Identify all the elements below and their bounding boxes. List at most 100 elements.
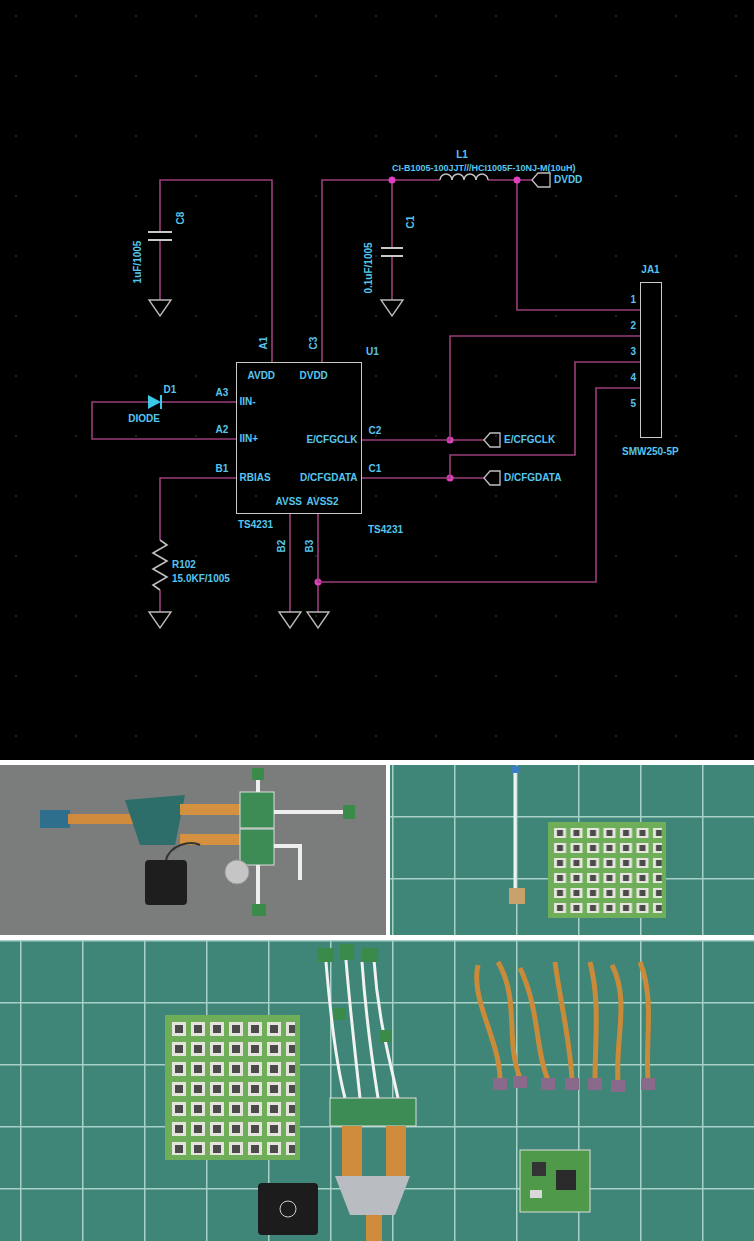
photo-assembly-part xyxy=(145,860,187,905)
ground-symbol-part xyxy=(381,300,403,316)
signal-wire xyxy=(362,362,640,478)
pin-number: 5 xyxy=(630,398,636,410)
part-value: TS4231 xyxy=(368,524,403,536)
inductor-symbol-part xyxy=(440,174,488,180)
ground-symbol xyxy=(149,300,403,628)
net-label: DVDD xyxy=(554,174,582,186)
photo-assembly-part xyxy=(0,765,386,935)
part-name: C8 xyxy=(175,212,187,225)
wires-part xyxy=(159,240,161,300)
photo-parts-part xyxy=(366,1215,382,1241)
photo-panel-part xyxy=(512,766,519,773)
photo-parts-part xyxy=(318,948,334,962)
photo-parts-part xyxy=(342,1126,362,1176)
photo-assembly-part xyxy=(240,829,274,865)
wires-part xyxy=(391,180,393,248)
net-flag-part xyxy=(484,471,500,485)
photo-parts-part xyxy=(520,1150,590,1212)
part-name: U1 xyxy=(366,346,379,358)
resistor-symbol xyxy=(153,540,167,590)
pin-name: RBIAS xyxy=(240,472,271,484)
wires-part xyxy=(160,478,236,540)
schematic-ground-part xyxy=(0,0,754,760)
ground-symbol-part xyxy=(307,612,329,628)
photo-panel-part xyxy=(552,826,662,914)
signal-wire xyxy=(318,388,640,582)
pin-name: AVDD xyxy=(248,370,276,382)
photo-assembly-part xyxy=(166,843,200,860)
photo-parts-part xyxy=(530,1190,542,1198)
photo-panel-part xyxy=(514,770,517,888)
pin-number: 2 xyxy=(630,320,636,332)
photo-assembly-part xyxy=(252,904,266,916)
junction-dot xyxy=(315,177,521,586)
photo-parts-part xyxy=(335,1176,410,1215)
pin-number: A3 xyxy=(216,387,229,399)
part-name: L1 xyxy=(456,149,468,161)
photo-parts-part xyxy=(386,1126,406,1176)
ground-symbol-part xyxy=(149,300,171,316)
pin-number: 1 xyxy=(630,294,636,306)
photo-assembly-part xyxy=(180,804,242,815)
photo-panel-part xyxy=(509,888,525,904)
photo-panel-part xyxy=(548,822,666,918)
wires-part xyxy=(450,477,484,479)
net-flag-part xyxy=(484,433,500,447)
wires-part xyxy=(289,514,291,612)
net-label: D/CFGDATA xyxy=(504,472,561,484)
photo-parts-part-part xyxy=(493,1078,507,1090)
photo-parts-part xyxy=(258,1183,318,1235)
connector-body: JA1 xyxy=(640,282,662,438)
photo-parts-part xyxy=(330,1098,416,1126)
ground-symbol-part xyxy=(279,612,301,628)
pin-number: B3 xyxy=(304,540,316,553)
pin-number: A1 xyxy=(258,337,270,350)
photo-parts-part-part xyxy=(611,1080,625,1092)
pin-number: 4 xyxy=(630,372,636,384)
photo-assembly-part xyxy=(252,768,264,780)
net-label: E/CFGCLK xyxy=(504,434,555,446)
pin-number: B1 xyxy=(216,463,229,475)
wires-part xyxy=(161,401,236,403)
photo-assembly-part xyxy=(125,795,185,845)
pin-number: B2 xyxy=(276,540,288,553)
part-value: TS4231 xyxy=(238,519,273,531)
capacitor-symbol-part xyxy=(148,232,172,240)
wires-part xyxy=(92,402,236,439)
diode-symbol-part xyxy=(148,395,161,409)
junction-dot-part xyxy=(514,177,521,184)
wires-part xyxy=(391,256,393,300)
photo-parts-part xyxy=(334,1008,346,1020)
pin-name: AVSS2 xyxy=(307,496,339,508)
photo-parts-part-part xyxy=(641,1078,655,1090)
photo-assembly-part xyxy=(240,792,274,828)
chip-body: AVDDDVDDIIN-IIN+E/CFGCLKRBIASD/CFGDATAAV… xyxy=(236,362,362,514)
junction-dot-part xyxy=(389,177,396,184)
part-value: 15.0KF/1005 xyxy=(172,573,230,585)
part-name: D1 xyxy=(164,384,177,396)
pin-name: E/CFGCLK xyxy=(306,434,357,446)
pin-name: D/CFGDATA xyxy=(300,472,357,484)
photo-assembly-part xyxy=(258,778,345,905)
part-value: 1uF/1005 xyxy=(132,241,144,284)
photo-parts-part xyxy=(280,1201,296,1217)
photo-panel-part xyxy=(390,765,754,935)
pin-number: 3 xyxy=(630,346,636,358)
wires-part xyxy=(322,180,440,362)
ground-symbol-part xyxy=(149,612,171,628)
photo-panel xyxy=(390,765,754,935)
inductor-symbol xyxy=(440,174,488,180)
photo-assembly-part xyxy=(68,814,138,824)
photo-assembly-part xyxy=(40,810,70,828)
wires-part xyxy=(517,180,640,310)
photo-parts-part-part xyxy=(513,1076,527,1088)
photo-parts-part-part xyxy=(541,1078,555,1090)
pin-number: A2 xyxy=(216,424,229,436)
part-name: JA1 xyxy=(641,264,659,276)
wires-part xyxy=(159,590,161,612)
photo-assembly-part xyxy=(343,805,355,819)
part-name: R102 xyxy=(172,559,196,571)
photo-parts-part-part xyxy=(588,1078,602,1090)
